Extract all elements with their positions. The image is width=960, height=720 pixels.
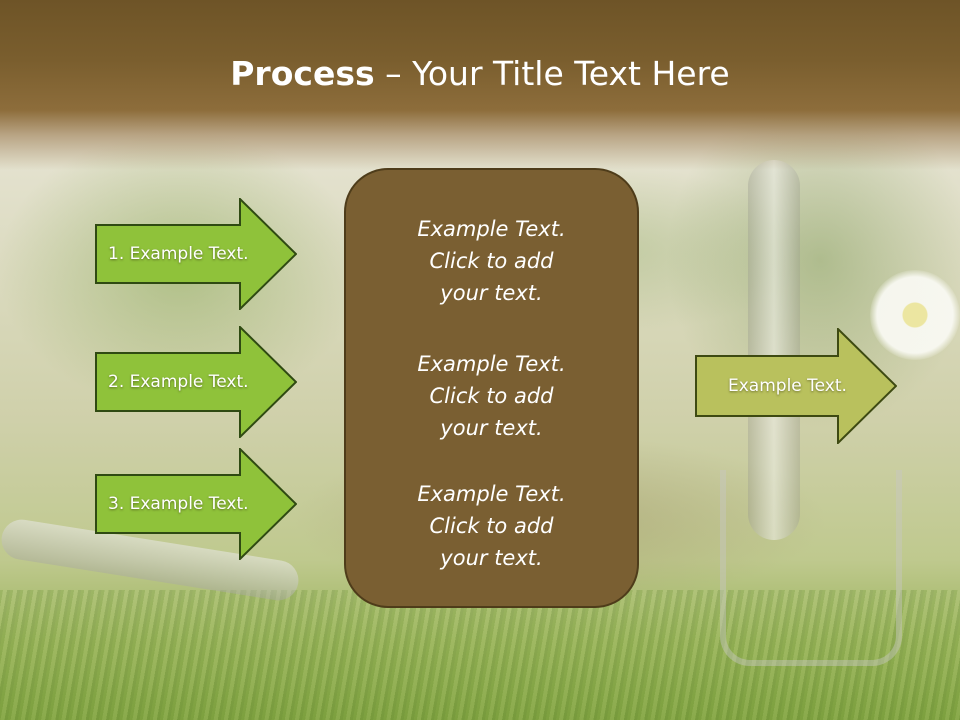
step-label: 1. Example Text. [108,244,249,264]
result-arrow[interactable]: Example Text. [695,328,897,444]
arrow-shape [95,198,297,310]
title-band [0,0,960,170]
center-paragraph-1[interactable]: Example Text. Click to add your text. [417,217,566,305]
title-bold: Process [230,54,375,93]
arrow-shape [95,448,297,560]
arrow-shape [95,326,297,438]
center-text-box[interactable] [344,168,639,608]
title-rest: – Your Title Text Here [374,54,730,93]
garden-tool-handle [748,160,800,540]
process-step-arrow-1[interactable]: 1. Example Text. [95,198,297,310]
process-step-arrow-2[interactable]: 2. Example Text. [95,326,297,438]
center-paragraph-3[interactable]: Example Text. Click to add your text. [417,482,566,570]
step-label: 3. Example Text. [108,494,249,514]
slide-title[interactable]: Process – Your Title Text Here [0,52,960,96]
result-label: Example Text. [728,376,847,396]
grass [0,590,960,720]
step-label: 2. Example Text. [108,372,249,392]
garden-fork [720,470,902,666]
daisy-flower [870,270,960,360]
process-step-arrow-3[interactable]: 3. Example Text. [95,448,297,560]
center-paragraph-2[interactable]: Example Text. Click to add your text. [417,352,566,440]
arrow-shape [695,328,897,444]
